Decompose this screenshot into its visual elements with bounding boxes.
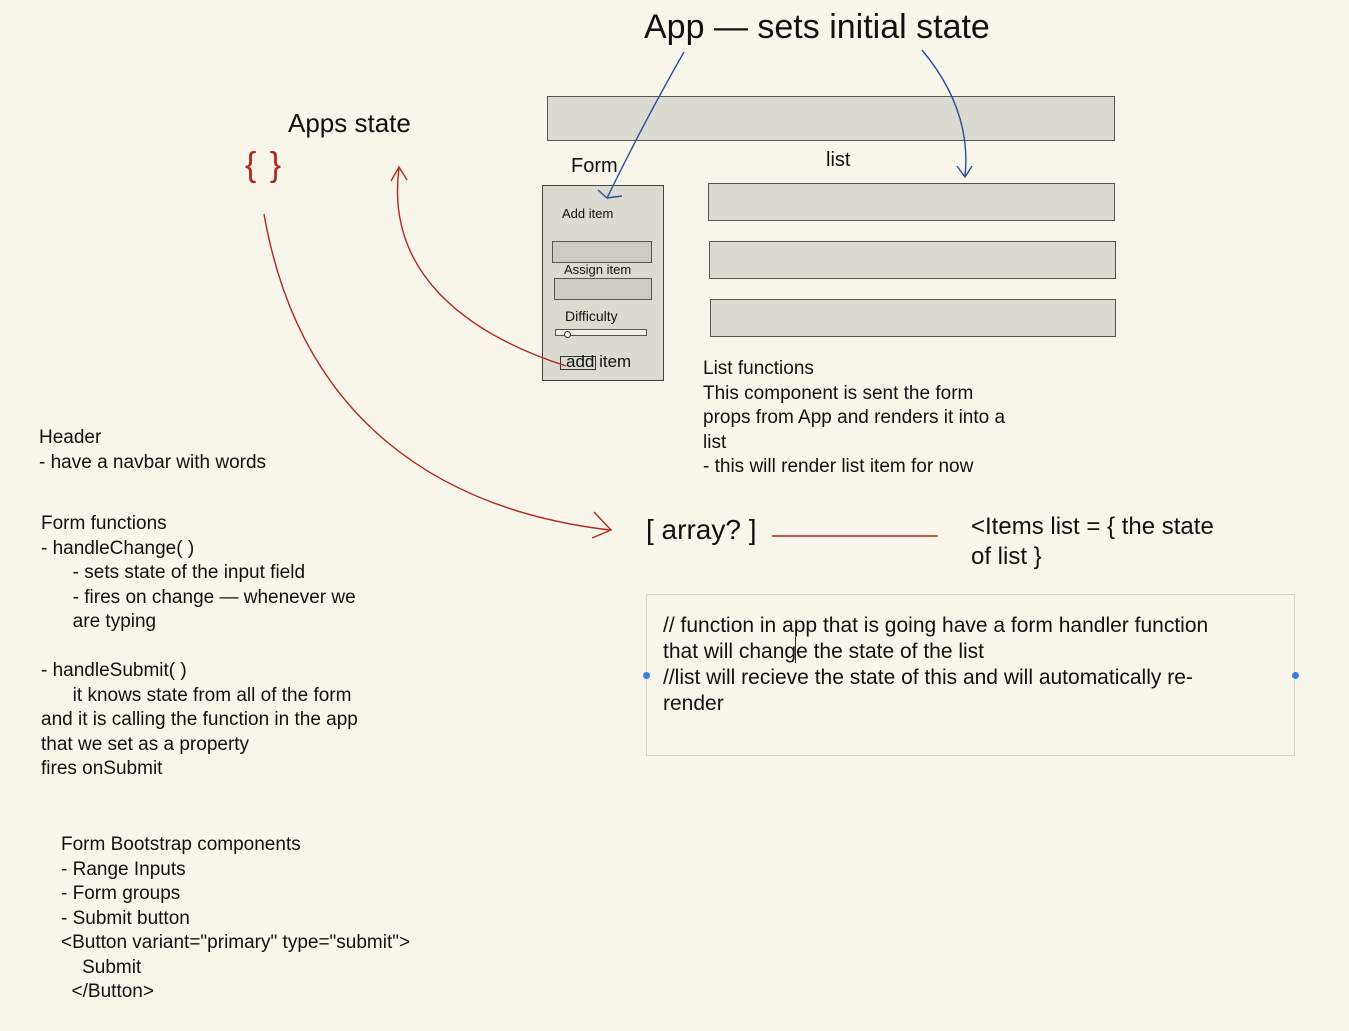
form-label: Form [571, 155, 618, 177]
comment-line: // function in app that is going have a … [663, 614, 1209, 637]
note-line: - handleSubmit( ) [41, 660, 187, 681]
note-line [41, 635, 358, 660]
arrowhead-submit-to-state [390, 165, 408, 182]
note-line: <Items list = { the state [971, 513, 1214, 540]
list-label: list [826, 149, 851, 171]
items-list-note: <Items list = { the state of list } [971, 512, 1214, 572]
note-line: Header [39, 427, 102, 448]
note-line: Form Bootstrap components [61, 834, 301, 855]
difficulty-label: Difficulty [565, 308, 618, 324]
note-line: are typing [41, 611, 157, 632]
resize-handle-right[interactable] [1292, 672, 1299, 679]
add-item-button-label: add item [566, 352, 632, 371]
note-line: - Form groups [61, 883, 181, 904]
form-functions-note: Form functions - handleChange( ) - sets … [41, 512, 358, 782]
note-line: list [703, 431, 727, 453]
form-mock-panel: Add item Assign item Difficulty add item [542, 185, 664, 381]
note-line: List functions [703, 358, 814, 379]
header-note: Header - have a navbar with words [39, 426, 266, 475]
text-caret [795, 637, 796, 663]
note-line: - fires on change — whenever we [41, 586, 356, 608]
apps-state-braces: { } [245, 146, 284, 184]
note-line: - sets state of the input field [41, 562, 306, 583]
bootstrap-components-note: Form Bootstrap components - Range Inputs… [61, 833, 410, 1005]
note-line: props from App and renders it into a [703, 407, 1006, 428]
note-line: and it is calling the function in the ap… [41, 709, 358, 730]
note-line: <Button variant="primary" type="submit"> [61, 932, 411, 953]
comment-text-box[interactable]: // function in app that is going have a … [643, 594, 1299, 756]
diagram-title: App — sets initial state [644, 8, 990, 46]
list-item-mock [709, 241, 1116, 279]
comment-line: //list will recieve the state of this an… [663, 666, 1193, 689]
arrow-submit-to-state [396, 167, 567, 367]
note-line: - handleChange( ) [41, 537, 195, 559]
comment-line: that will change the state of the list [663, 640, 985, 663]
note-line: </Button> [61, 981, 154, 1002]
add-item-label: Add item [562, 206, 614, 221]
note-line: - this will render list item for now [703, 456, 974, 477]
apps-state-label: Apps state [288, 108, 411, 138]
note-line: Submit [61, 956, 142, 978]
note-line: Form functions [41, 513, 167, 534]
resize-handle-left[interactable] [643, 672, 650, 679]
header-bar-mock [547, 96, 1115, 141]
assign-item-label: Assign item [564, 262, 632, 277]
arrowhead-state-to-array [591, 511, 613, 539]
note-line: - Submit button [61, 907, 190, 929]
note-line: it knows state from all of the form [41, 684, 352, 706]
arrowhead-title-to-list [956, 165, 973, 179]
range-thumb-mock [564, 331, 571, 338]
comment-line: render [663, 692, 724, 715]
note-line: This component is sent the form [703, 382, 974, 404]
list-item-mock [708, 183, 1115, 221]
note-line: - Range Inputs [61, 858, 186, 880]
array-label: [ array? ] [646, 514, 757, 545]
note-line: of list } [971, 543, 1042, 570]
add-item-input-mock [552, 241, 652, 263]
list-item-mock [710, 299, 1116, 337]
list-functions-note: List functions This component is sent th… [703, 357, 1005, 480]
note-line: fires onSubmit [41, 758, 163, 779]
note-line: that we set as a property [41, 733, 250, 755]
note-line: - have a navbar with words [39, 451, 267, 473]
assign-item-input-mock [554, 278, 652, 300]
